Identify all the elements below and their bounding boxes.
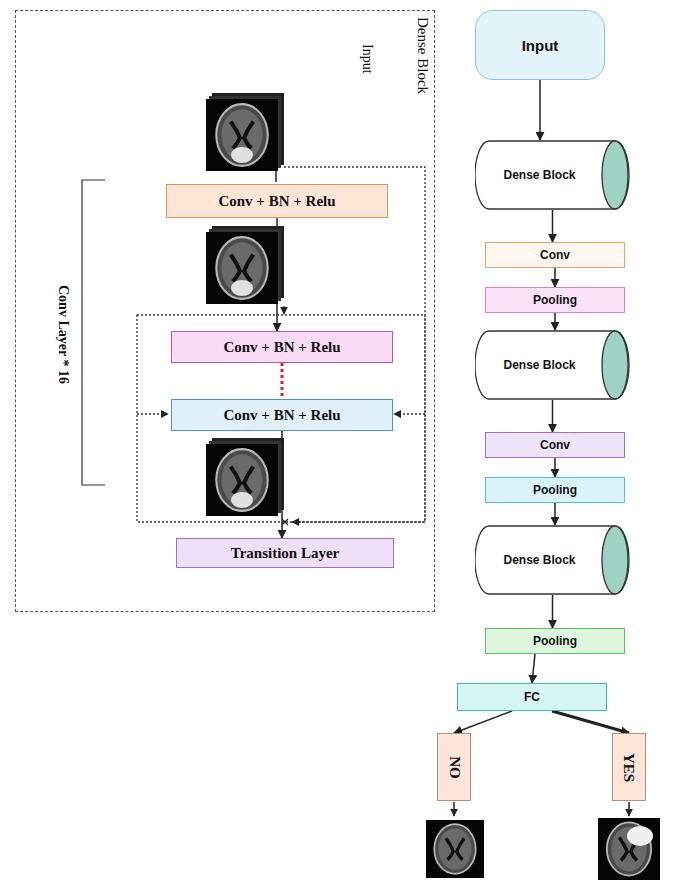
mri-stack [206, 93, 284, 171]
flow-line [628, 802, 630, 816]
pooling-box: Pooling [485, 628, 625, 654]
node-text: YES [621, 752, 638, 781]
flow-arrow [552, 400, 554, 432]
conv-box: Conv [485, 242, 625, 268]
node-text: Pooling [533, 293, 577, 307]
node-text: Conv + BN + Relu [223, 339, 340, 356]
repeat-label: Conv Layer * 16 [54, 285, 72, 384]
flow-arrow [454, 711, 512, 733]
skip-region [137, 315, 425, 522]
flow-arrow [552, 210, 554, 242]
pooling-box: Pooling [485, 477, 625, 503]
node-text: Dense Block [503, 168, 575, 182]
bracket [82, 180, 105, 485]
node-text: Pooling [533, 634, 577, 648]
node-text: Dense Block [503, 553, 575, 567]
transition-box: Transition Layer [176, 538, 394, 568]
node-text: Conv [540, 438, 570, 452]
node-text: Conv + BN + Relu [218, 193, 335, 210]
flow-arrow [552, 595, 554, 628]
flow-arrow [554, 503, 556, 525]
cross-mark [282, 519, 288, 525]
mri-stack [206, 438, 284, 516]
flow-line [453, 802, 455, 816]
output-box: NO [437, 733, 471, 801]
skip-connection [283, 306, 284, 314]
mri-stack [206, 226, 284, 304]
flow-line [275, 171, 277, 182]
node-text: NO [446, 756, 463, 779]
layer-box: Conv + BN + Relu [166, 184, 388, 218]
pooling-box: Pooling [485, 287, 625, 313]
output-box: YES [612, 733, 646, 801]
conv-box: Conv [485, 432, 625, 458]
flow-arrow [554, 313, 556, 330]
flow-arrow [552, 711, 629, 733]
node-text: Input [522, 37, 559, 54]
image-label: Input [358, 44, 376, 74]
flow-arrow [281, 363, 284, 399]
mri-output-yes [598, 818, 660, 880]
layer-box: Conv + BN + Relu [171, 399, 393, 431]
flow-arrow [539, 80, 541, 140]
node-text: FC [524, 690, 540, 704]
node-text: Dense Block [503, 358, 575, 372]
skip-connection [394, 413, 425, 414]
flow-arrow [554, 268, 556, 287]
node-text: Pooling [533, 483, 577, 497]
node-text: Conv [540, 248, 570, 262]
layer-box: Conv + BN + Relu [171, 331, 393, 363]
flow-arrow [532, 654, 535, 683]
dense-block-cylinder: Dense Block [475, 330, 630, 400]
node-text: Transition Layer [231, 545, 339, 562]
dense-block-cylinder: Dense Block [475, 525, 630, 595]
node-text: Conv + BN + Relu [223, 407, 340, 424]
dense-block-panel: Dense BlockConv + BN + ReluConv + BN + R… [15, 10, 435, 612]
flow-arrow [554, 458, 556, 477]
node-text: Dense Block [414, 17, 432, 94]
fc-box: FC [457, 683, 607, 711]
dense-block-cylinder: Dense Block [475, 140, 630, 210]
skip-connection [137, 413, 168, 414]
input-box: Input [475, 10, 605, 80]
mri-output-no [426, 820, 484, 878]
